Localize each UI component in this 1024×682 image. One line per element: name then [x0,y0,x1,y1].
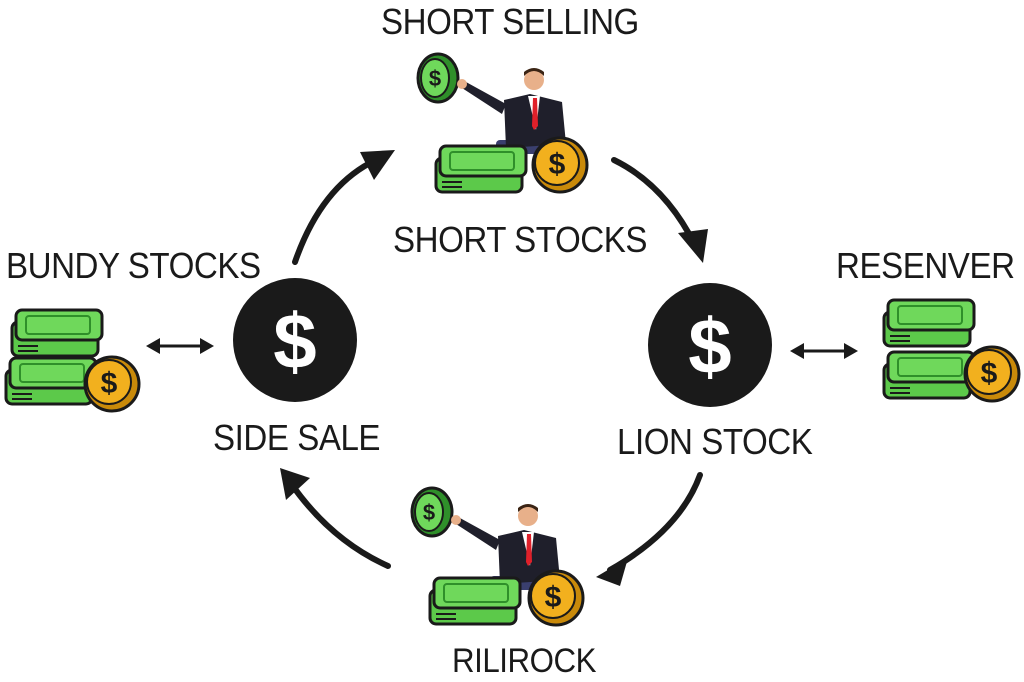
double-arrow-icon [790,343,858,359]
right-title: RESENVER [836,245,1015,286]
dollar-node-icon: $ [648,283,772,407]
cash-stack-icon [882,298,1021,403]
right-node-label: LION STOCK [617,421,813,462]
bottom-label: RILIROCK [452,642,597,680]
cycle-arrow-icon [287,479,391,569]
dollar-node-icon: $ [233,278,357,402]
double-arrow-icon [146,338,214,354]
businessman-icon [416,52,589,194]
top-subtitle: SHORT STOCKS [393,219,647,260]
top-title: SHORT SELLING [381,1,639,42]
cycle-arrowheads [280,150,708,586]
cycle-arrow-icon [607,472,703,573]
left-node-label: SIDE SALE [213,417,381,458]
cycle-arrow-icon [292,160,373,265]
dollar-node-symbol: $ [273,297,316,385]
left-title: BUNDY STOCKS [6,245,261,286]
businessman-icon [410,486,585,627]
dollar-node-symbol: $ [688,302,731,390]
cash-stack-icon [4,308,141,413]
